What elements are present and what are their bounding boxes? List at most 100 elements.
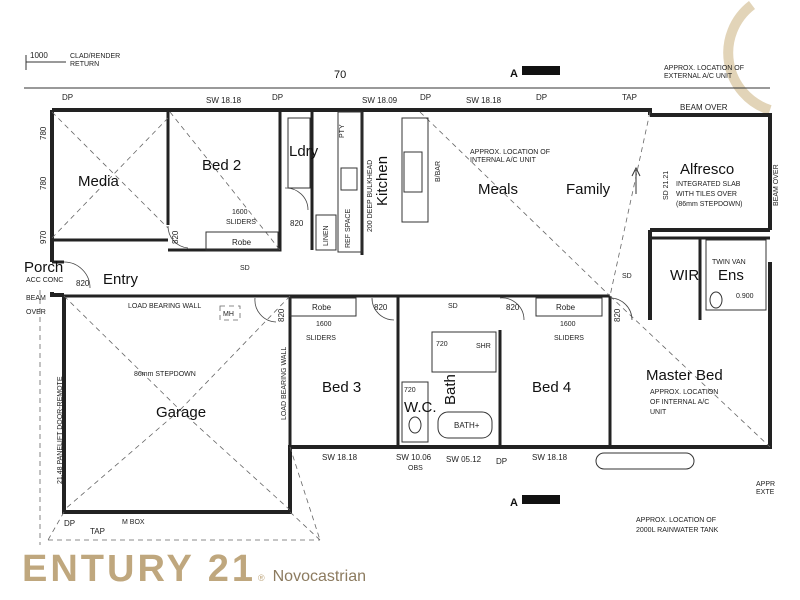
top-note: 1000 CLAD/RENDER RETURN (25, 51, 120, 70)
svg-text:820: 820 (506, 303, 520, 312)
svg-text:720: 720 (436, 341, 448, 348)
room-bath: Bath (442, 374, 459, 405)
svg-text:APPROX. LOCATION: APPROX. LOCATION (650, 389, 718, 396)
svg-text:APPR: APPR (756, 481, 775, 488)
svg-text:200 DEEP BULKHEAD: 200 DEEP BULKHEAD (367, 160, 374, 232)
svg-text:SW 10.06: SW 10.06 (396, 453, 432, 462)
svg-text:SW 18.09: SW 18.09 (362, 96, 398, 105)
svg-text:SW 05.12: SW 05.12 (446, 455, 482, 464)
room-family: Family (566, 181, 611, 198)
svg-text:BEAM OVER: BEAM OVER (680, 103, 728, 112)
svg-text:EXTERNAL A/C UNIT: EXTERNAL A/C UNIT (664, 73, 733, 80)
svg-text:B/BAR: B/BAR (435, 161, 442, 182)
svg-text:820: 820 (171, 230, 180, 244)
svg-text:APPROX. LOCATION OF: APPROX. LOCATION OF (636, 517, 716, 524)
toilet (408, 416, 422, 434)
svg-text:SW 18.18: SW 18.18 (322, 453, 358, 462)
svg-text:OBS: OBS (408, 465, 423, 472)
svg-text:970: 970 (39, 230, 48, 244)
svg-text:LOAD BEARING WALL: LOAD BEARING WALL (281, 347, 288, 420)
room-alfresco: Alfresco (680, 161, 734, 178)
svg-text:Robe: Robe (556, 303, 576, 312)
svg-text:LOAD BEARING WALL: LOAD BEARING WALL (128, 303, 201, 310)
annotations: DP SW 18.18 DP SW 18.09 DP SW 18.18 DP T… (26, 65, 780, 536)
svg-text:780: 780 (39, 126, 48, 140)
svg-text:SD: SD (622, 273, 632, 280)
svg-text:ACC CONC: ACC CONC (26, 277, 63, 284)
outer-walls (50, 108, 772, 514)
robe-bed3 (289, 297, 357, 317)
svg-text:SW 18.18: SW 18.18 (206, 96, 242, 105)
svg-text:INTERNAL A/C UNIT: INTERNAL A/C UNIT (470, 157, 537, 164)
svg-text:BEAM: BEAM (26, 295, 46, 302)
svg-text:BEAM OVER: BEAM OVER (773, 164, 780, 206)
room-ldry: Ldry (289, 143, 319, 160)
svg-text:21.48 PANELIFT DOOR-REMOTE: 21.48 PANELIFT DOOR-REMOTE (57, 376, 64, 484)
room-bed4: Bed 4 (532, 379, 571, 396)
svg-text:LINEN: LINEN (323, 225, 330, 246)
brand-logo: ENTURY 21 ® Novocastrian (22, 548, 366, 591)
svg-text:DP: DP (62, 93, 73, 102)
cooktop (340, 167, 358, 191)
section-marker-bottom: A (510, 495, 560, 509)
kitchen-sink (403, 151, 423, 193)
top-note-text2: RETURN (70, 61, 99, 68)
room-entry: Entry (103, 271, 139, 288)
door-swings (63, 187, 633, 323)
svg-text:DP: DP (64, 519, 75, 528)
robe-bed4 (535, 297, 603, 317)
laundry-tub (287, 117, 311, 189)
svg-text:TAP: TAP (622, 93, 637, 102)
svg-text:SLIDERS: SLIDERS (226, 219, 256, 226)
room-ens: Ens (718, 267, 744, 284)
room-porch: Porch (24, 259, 63, 276)
svg-text:WITH TILES OVER: WITH TILES OVER (676, 191, 737, 198)
svg-text:SHR: SHR (476, 343, 491, 350)
room-bed3: Bed 3 (322, 379, 361, 396)
shower (431, 331, 497, 373)
svg-text:EXTE: EXTE (756, 489, 775, 496)
svg-text:Robe: Robe (232, 238, 252, 247)
svg-text:DP: DP (420, 93, 431, 102)
room-garage: Garage (156, 404, 206, 421)
brand-office: Novocastrian (272, 568, 366, 585)
svg-text:PTY: PTY (339, 124, 346, 138)
svg-text:OVER: OVER (26, 309, 46, 316)
ensuite-toilet (709, 291, 723, 309)
svg-text:A: A (510, 497, 518, 509)
svg-text:720: 720 (404, 387, 416, 394)
svg-text:86mm STEPDOWN: 86mm STEPDOWN (134, 371, 196, 378)
room-wc: W.C. (404, 399, 437, 416)
ceiling-diagonals (39, 111, 771, 545)
svg-text:DP: DP (496, 457, 507, 466)
svg-text:SD: SD (448, 303, 458, 310)
svg-text:820: 820 (290, 219, 304, 228)
svg-text:A: A (510, 68, 518, 80)
top-note-dim: 1000 (30, 51, 48, 60)
svg-text:(86mm STEPDOWN): (86mm STEPDOWN) (676, 201, 743, 208)
svg-text:820: 820 (277, 308, 286, 322)
room-master: Master Bed (646, 367, 723, 384)
svg-text:APPROX. LOCATION OF: APPROX. LOCATION OF (470, 149, 550, 156)
svg-text:SD: SD (240, 265, 250, 272)
wc-cubicle (401, 381, 429, 443)
room-wir: WIR (670, 267, 699, 284)
rainwater-tank (595, 452, 695, 470)
room-bed2: Bed 2 (202, 157, 241, 174)
interior-walls (52, 112, 770, 447)
kitchen-bench (337, 111, 363, 253)
robe-bed2 (205, 231, 279, 251)
linen-cupboard (315, 214, 337, 251)
svg-text:1600: 1600 (316, 321, 332, 328)
bathtub (437, 411, 493, 439)
svg-text:BATH+: BATH+ (454, 421, 480, 430)
brand-arc-decoration (723, 1, 772, 115)
room-media: Media (78, 173, 120, 190)
svg-text:780: 780 (39, 176, 48, 190)
svg-text:1600: 1600 (560, 321, 576, 328)
section-marker-top: A (510, 66, 560, 80)
overall-dimension: 70 (334, 69, 346, 81)
svg-text:Robe: Robe (312, 303, 332, 312)
svg-text:UNIT: UNIT (650, 409, 667, 416)
